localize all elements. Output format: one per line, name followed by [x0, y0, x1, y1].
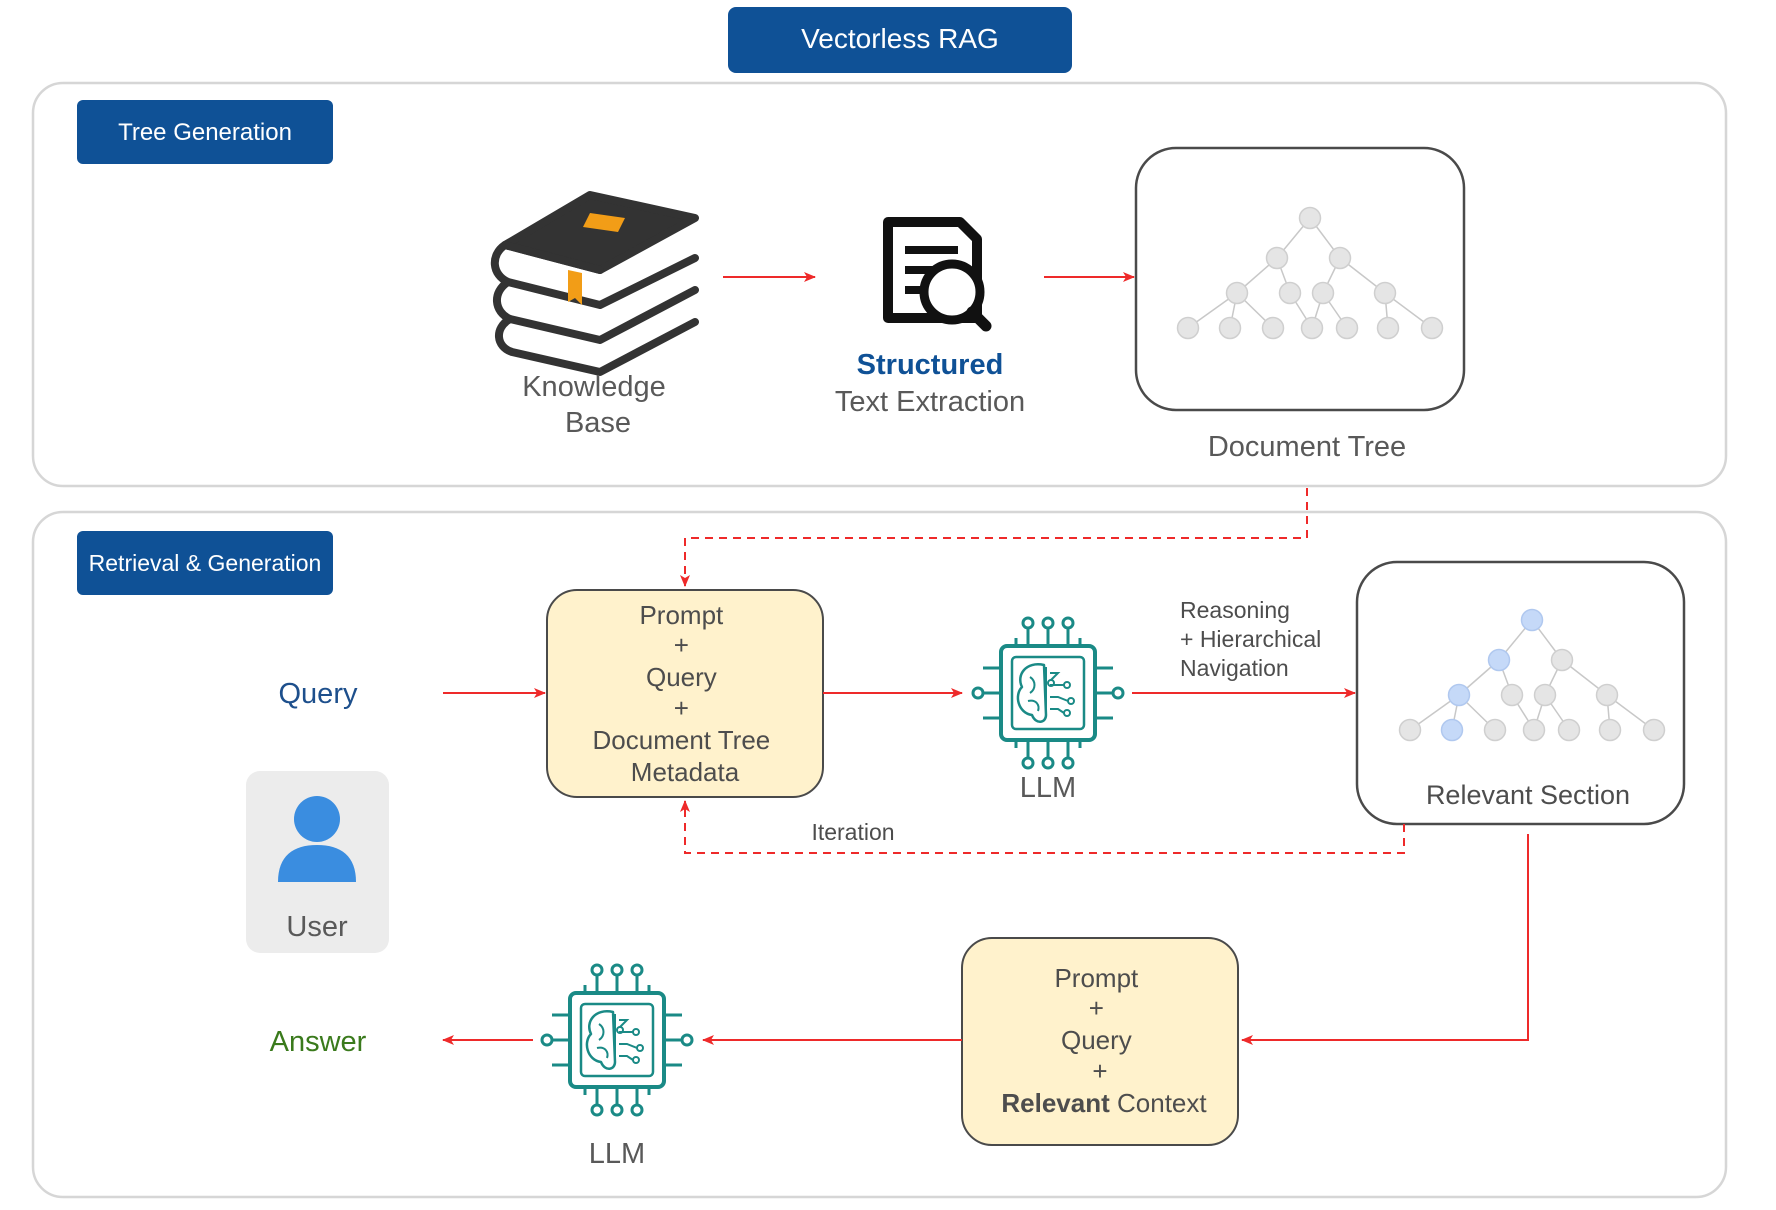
prompt-box-2-last-line: Relevant Context — [1001, 1088, 1207, 1118]
relevant-section-label: Relevant Section — [1426, 780, 1630, 810]
user-label: User — [286, 911, 348, 943]
tree-node — [1533, 683, 1557, 707]
user-icon — [278, 796, 356, 882]
prompt-box-2-text: Prompt + Query + — [1054, 963, 1145, 1086]
llm-2-label: LLM — [589, 1138, 645, 1170]
book-stack-icon — [490, 191, 699, 376]
llm-1-label: LLM — [1020, 772, 1076, 804]
arrow-section-to-prompt-2 — [1241, 834, 1529, 1045]
answer-label: Answer — [270, 1026, 367, 1058]
svg-text:Tree Generation: Tree Generation — [118, 119, 292, 146]
retrieval-generation-panel — [31, 510, 1728, 1199]
query-label: Query — [279, 678, 358, 710]
chip-brain-icon — [971, 616, 1125, 770]
svg-text:Retrieval & Generation: Retrieval & Generation — [89, 550, 322, 576]
tree-node — [1420, 316, 1444, 340]
tree-node — [1487, 648, 1511, 672]
prompt-box-2 — [961, 937, 1239, 1146]
tree-node — [1550, 648, 1574, 672]
tree-icon — [1176, 206, 1444, 340]
tree-node — [1311, 281, 1335, 305]
tree-node — [1218, 316, 1242, 340]
tree-node — [1598, 718, 1622, 742]
iteration-label: Iteration — [811, 819, 894, 845]
reasoning-label: Reasoning + Hierarchical Navigation — [1180, 597, 1328, 681]
tree-node — [1447, 683, 1471, 707]
tree-node — [1483, 718, 1507, 742]
prompt-box-1-text: Prompt + Query + Document Tree Metadata — [593, 600, 778, 787]
tree-node — [1398, 718, 1422, 742]
tree-node — [1225, 281, 1249, 305]
document-tree-label: Document Tree — [1208, 431, 1406, 463]
tree-node — [1557, 718, 1581, 742]
tree-node — [1265, 246, 1289, 270]
knowledge-base-label: Knowledge Base — [522, 371, 674, 439]
user-card: User — [246, 771, 389, 953]
tree-node — [1522, 718, 1546, 742]
extraction-label: Text Extraction — [835, 386, 1025, 418]
chip-brain-icon — [540, 963, 694, 1117]
tree-node — [1500, 683, 1524, 707]
tree-node — [1300, 316, 1324, 340]
tree-node — [1376, 316, 1400, 340]
title-banner: Vectorless RAG — [728, 7, 1072, 73]
tree-node — [1278, 281, 1302, 305]
tree-node — [1298, 206, 1322, 230]
retrieval-generation-label: Retrieval & Generation — [77, 531, 333, 595]
tree-node — [1328, 246, 1352, 270]
tree-generation-label: Tree Generation — [77, 100, 333, 164]
document-search-icon — [883, 217, 992, 332]
document-tree-box — [1134, 146, 1466, 412]
tree-node — [1261, 316, 1285, 340]
tree-node — [1520, 608, 1544, 632]
arrow-iteration — [680, 800, 1405, 854]
extraction-label-bold: Structured — [857, 349, 1004, 381]
tree-icon — [1398, 608, 1666, 742]
tree-node — [1335, 316, 1359, 340]
tree-node — [1440, 718, 1464, 742]
tree-node — [1642, 718, 1666, 742]
tree-node — [1176, 316, 1200, 340]
title-text: Vectorless RAG — [801, 23, 999, 54]
tree-node — [1373, 281, 1397, 305]
tree-node — [1595, 683, 1619, 707]
